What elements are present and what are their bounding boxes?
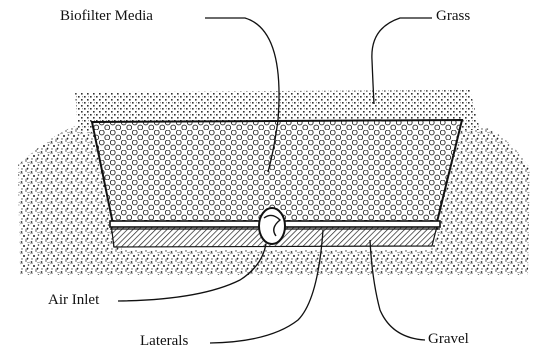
label-grass: Grass — [436, 9, 470, 24]
air-inlet-opening — [259, 208, 285, 244]
label-biofilter-media: Biofilter Media — [60, 9, 153, 24]
label-laterals: Laterals — [140, 334, 188, 349]
label-air-inlet: Air Inlet — [48, 293, 99, 308]
label-gravel: Gravel — [428, 332, 469, 347]
